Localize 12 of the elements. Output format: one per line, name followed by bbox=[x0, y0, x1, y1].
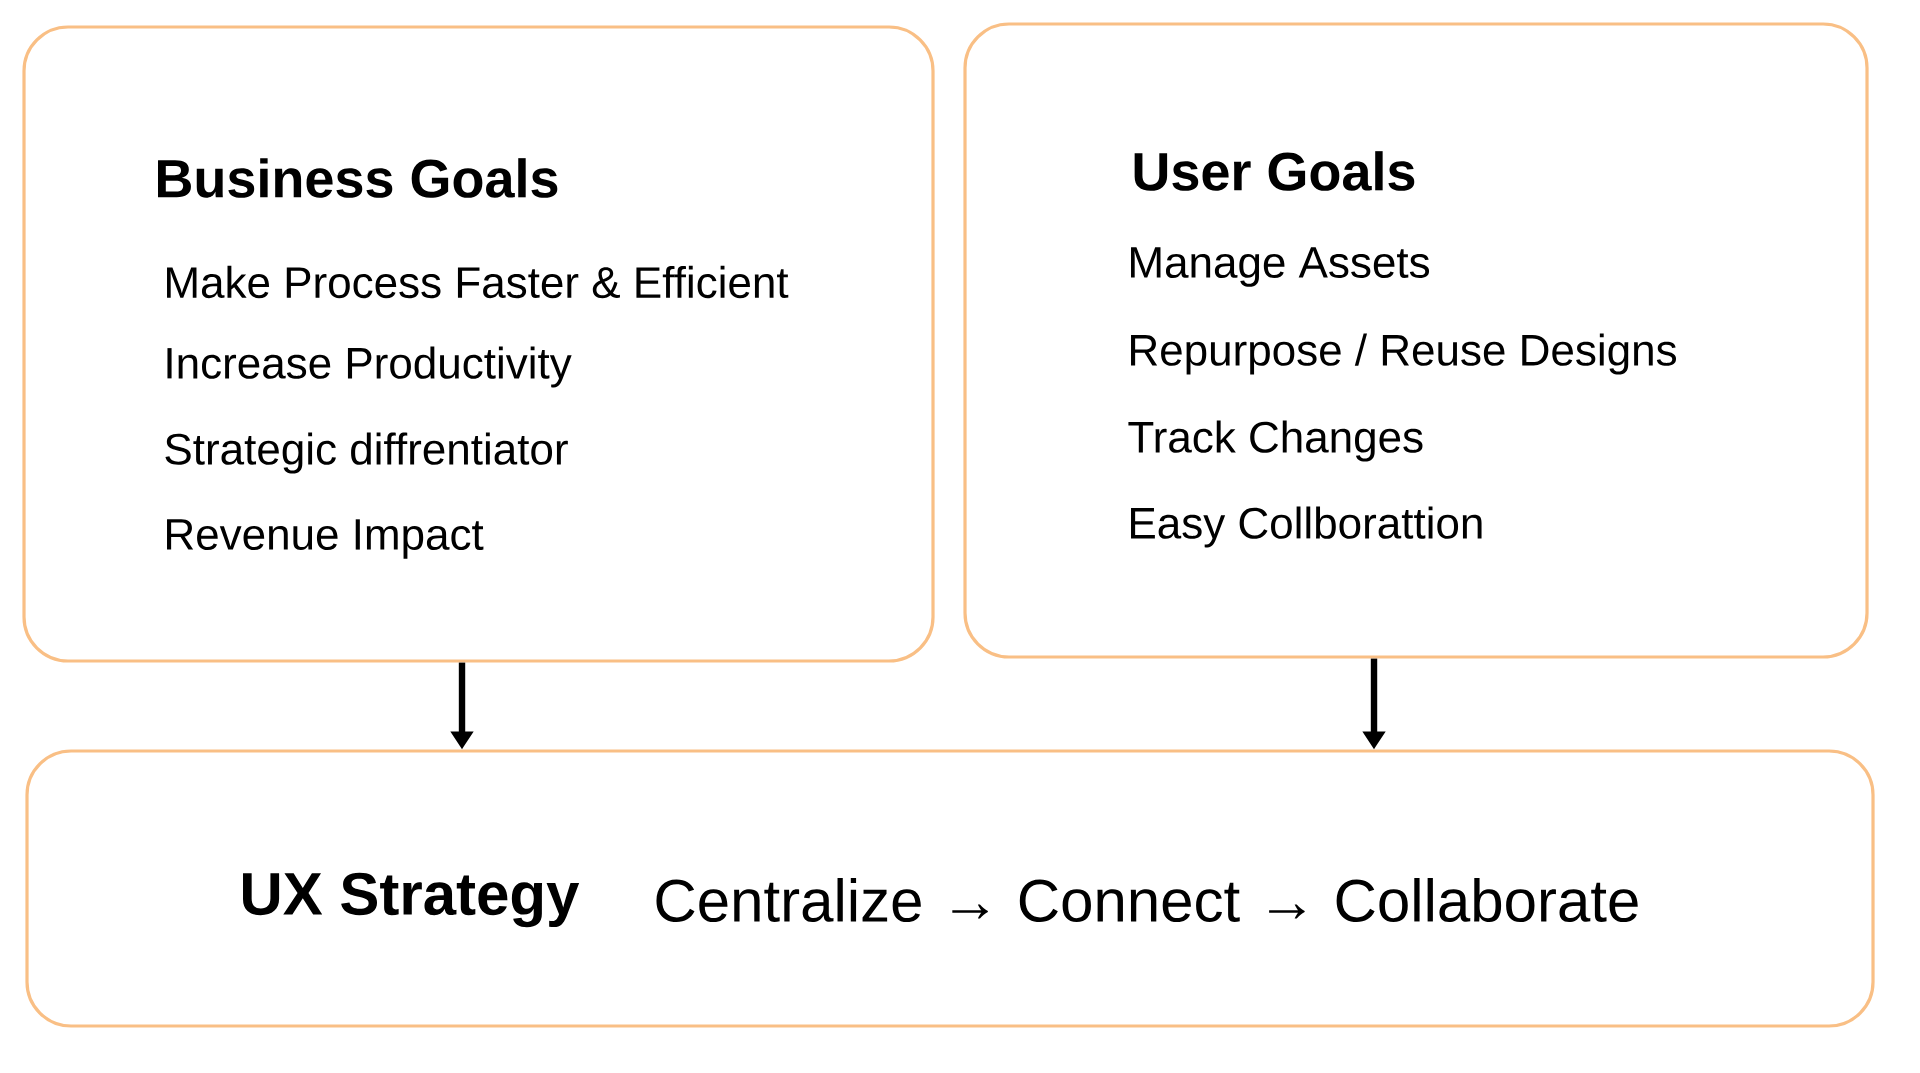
goal-item: Strategic diffrentiator bbox=[165, 432, 568, 474]
goal-item: Repurpose / Reuse Designs bbox=[1131, 333, 1676, 375]
heading: UX Strategy bbox=[243, 872, 580, 928]
heading: User Goals bbox=[1134, 151, 1415, 191]
goal-item: Make Process Faster & Efficient bbox=[167, 265, 789, 299]
goal-item: Easy Collborattion bbox=[1131, 506, 1482, 548]
goal-item: Track Changes bbox=[1128, 420, 1423, 462]
heading: Business Goals bbox=[158, 158, 558, 198]
goal-item: Increase Productivity bbox=[167, 346, 572, 388]
goal-item: Revenue Impact bbox=[167, 519, 484, 559]
goal-item: Manage Assets bbox=[1131, 247, 1430, 287]
goal-item: Centralize → Connect → Collaborate bbox=[656, 878, 1638, 923]
